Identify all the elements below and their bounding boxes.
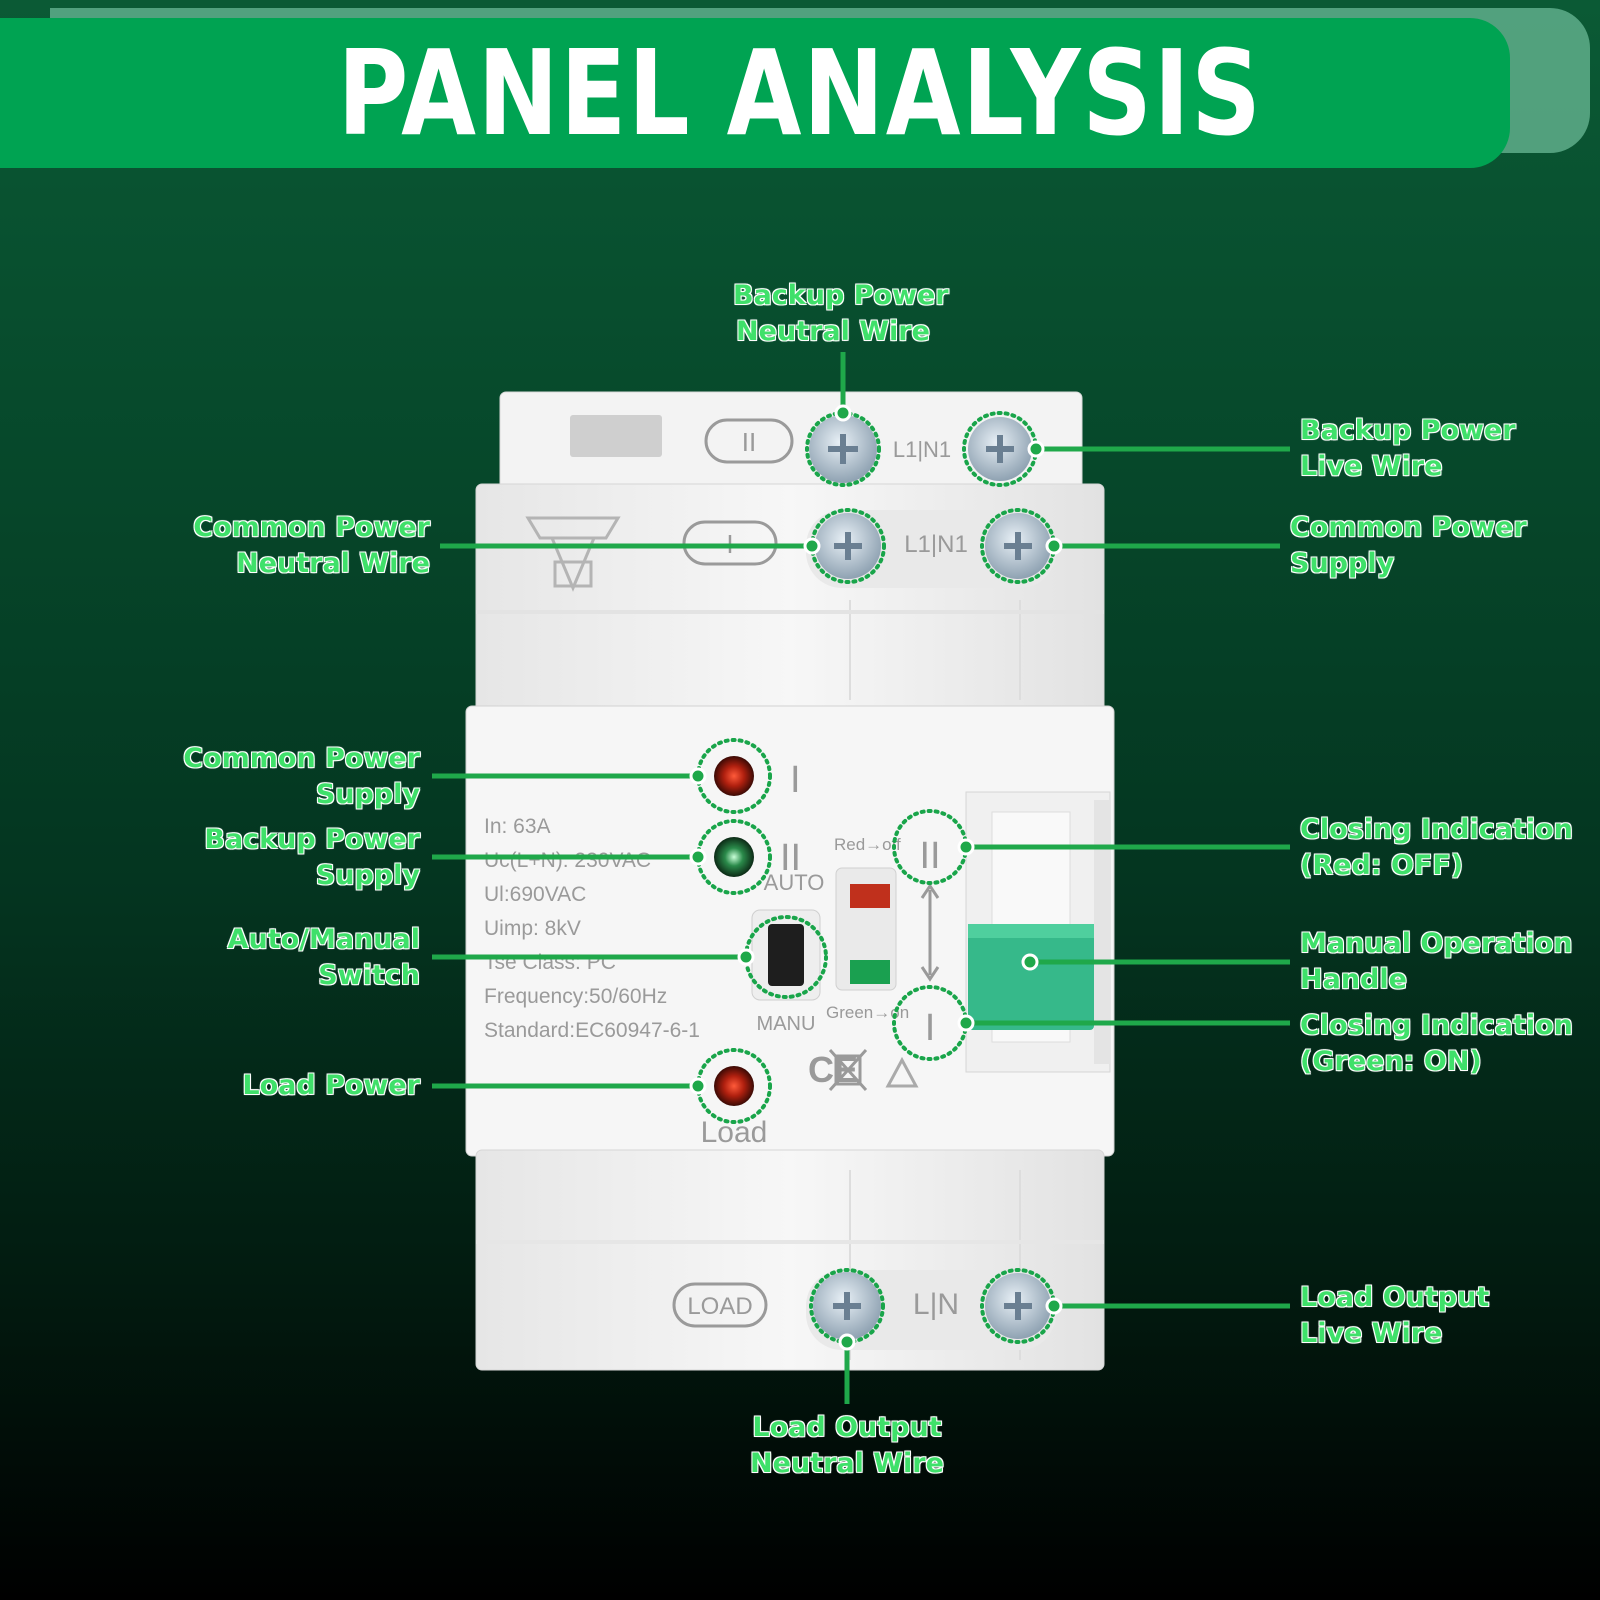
- top-badge-text: II: [742, 427, 756, 457]
- spec-line-7: Standard:EC60947-6-1: [484, 1019, 700, 1042]
- callout-load-neutral: Load Output Neutral Wire: [750, 1412, 944, 1479]
- callout-backup-supply-led: Backup Power Supply: [204, 824, 420, 891]
- callout-manual-handle: Manual Operation Handle: [1300, 928, 1573, 995]
- weee-bin-icon: [828, 1048, 868, 1092]
- green-on-label: Green→on: [826, 1003, 909, 1022]
- recycle-icon: [885, 1056, 919, 1088]
- callout-closing-on: Closing Indication (Green: ON): [1300, 1010, 1573, 1077]
- closing-mark-top: II: [919, 835, 940, 877]
- callout-backup-live: Backup Power Live Wire: [1300, 415, 1516, 482]
- common-led-mark: I: [790, 759, 801, 801]
- callout-load-power: Load Power: [242, 1070, 420, 1101]
- spec-line-2: Uc(L+N): 230VAC: [484, 849, 651, 872]
- bottom-terminal-marking: L|N: [913, 1288, 959, 1321]
- mid-badge-outline: [682, 520, 778, 566]
- load-badge-text: LOAD: [687, 1293, 752, 1320]
- callout-common-neutral: Common Power Neutral Wire: [193, 512, 430, 579]
- callout-auto-manual: Auto/Manual Switch: [227, 924, 420, 991]
- backup-power-led-icon: [714, 837, 754, 877]
- manu-label: MANU: [757, 1013, 816, 1035]
- callout-backup-neutral: Backup Power Neutral Wire: [733, 280, 949, 347]
- spec-line-1: In: 63A: [484, 815, 551, 838]
- leader-lines: [432, 352, 1290, 1404]
- callout-load-live: Load Output Live Wire: [1300, 1282, 1490, 1349]
- manual-operation-handle[interactable]: [968, 924, 1094, 1030]
- top-terminal-row: II L1|N1: [570, 415, 1032, 483]
- auto-label: AUTO: [764, 870, 825, 895]
- leader-dots: [689, 404, 1063, 1351]
- load-power-led-icon: [714, 1066, 754, 1106]
- mid-terminal-row: I L1|N1: [525, 510, 1056, 592]
- mid-terminal-marking: L1|N1: [904, 531, 968, 558]
- backup-led-mark: II: [780, 837, 801, 879]
- spec-line-4: Uimp: 8kV: [484, 917, 581, 940]
- spec-line-3: Ul:690VAC: [484, 883, 586, 906]
- brand-logo-icon: [570, 415, 662, 457]
- tower-logo-icon: [525, 516, 621, 592]
- callout-common-supply: Common Power Supply: [1290, 512, 1527, 579]
- auto-manual-switch[interactable]: [768, 924, 804, 986]
- spec-line-6: Frequency:50/60Hz: [484, 985, 667, 1008]
- top-badge-outline: [704, 418, 794, 464]
- top-terminal-marking: L1|N1: [893, 437, 951, 462]
- red-off-window: [850, 884, 890, 908]
- title-banner: [0, 18, 1510, 168]
- green-on-window: [850, 960, 890, 984]
- red-off-label: Red→off: [834, 835, 901, 854]
- closing-mark-bottom: I: [925, 1007, 936, 1049]
- spec-line-5: Tse Class: PC: [484, 951, 616, 974]
- load-badge-outline: [672, 1282, 768, 1328]
- callout-closing-off: Closing Indication (Red: OFF): [1300, 814, 1573, 881]
- page-title: PANEL ANALYSIS: [337, 24, 1263, 162]
- common-power-led-icon: [714, 756, 754, 796]
- callout-common-supply-led: Common Power Supply: [183, 743, 420, 810]
